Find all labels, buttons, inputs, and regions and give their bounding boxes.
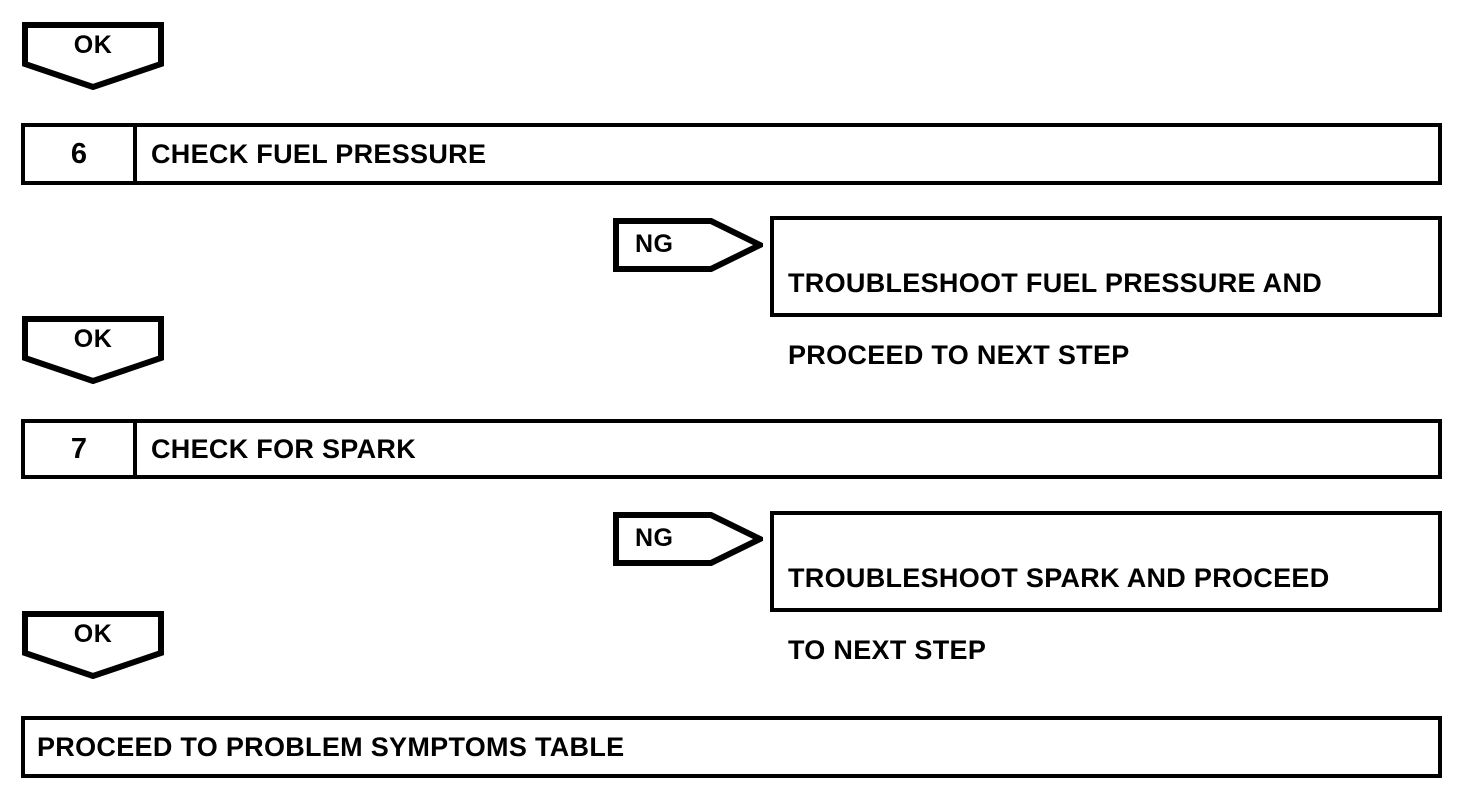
- ok-pentagon-shape-1: [22, 22, 164, 90]
- ok-pentagon-shape-2: [22, 316, 164, 384]
- step-box-6[interactable]: 6 CHECK FUEL PRESSURE: [21, 123, 1442, 185]
- ng-marker-2: NG: [613, 512, 763, 566]
- step-title-6: CHECK FUEL PRESSURE: [151, 138, 487, 169]
- result-box-spark[interactable]: TROUBLESHOOT SPARK AND PROCEED TO NEXT S…: [770, 511, 1442, 665]
- step-title-7: CHECK FOR SPARK: [151, 433, 417, 464]
- ok-marker-label-1: OK: [73, 31, 113, 59]
- step-number-7: 7: [25, 423, 137, 475]
- ng-marker-label-1: NG: [635, 230, 674, 258]
- result-line-2: PROCEED TO NEXT STEP: [788, 340, 1130, 370]
- result-line-2: TO NEXT STEP: [788, 635, 987, 665]
- result-box-fuel-pressure[interactable]: TROUBLESHOOT FUEL PRESSURE AND PROCEED T…: [770, 216, 1442, 370]
- ok-marker-label-2: OK: [73, 325, 113, 353]
- result-line-1: TROUBLESHOOT FUEL PRESSURE AND: [788, 268, 1323, 298]
- ok-marker-1: OK: [22, 22, 164, 90]
- ok-marker-label-3: OK: [73, 620, 113, 648]
- ng-arrow-shape-1: [613, 218, 763, 272]
- ok-pentagon-shape-3: [22, 611, 164, 679]
- step-box-7[interactable]: 7 CHECK FOR SPARK: [21, 419, 1442, 479]
- result-text-fuel-pressure: TROUBLESHOOT FUEL PRESSURE AND PROCEED T…: [788, 229, 1322, 373]
- ng-marker-1: NG: [613, 218, 763, 272]
- ng-marker-label-2: NG: [635, 524, 674, 552]
- result-text-spark: TROUBLESHOOT SPARK AND PROCEED TO NEXT S…: [788, 524, 1330, 668]
- step-number-6: 6: [25, 127, 137, 181]
- ng-arrow-shape-2: [613, 512, 763, 566]
- ok-marker-3: OK: [22, 611, 164, 679]
- result-line-1: TROUBLESHOOT SPARK AND PROCEED: [788, 563, 1330, 593]
- final-action-text: PROCEED TO PROBLEM SYMPTOMS TABLE: [37, 731, 625, 762]
- final-action-box[interactable]: PROCEED TO PROBLEM SYMPTOMS TABLE: [21, 716, 1442, 778]
- ok-marker-2: OK: [22, 316, 164, 384]
